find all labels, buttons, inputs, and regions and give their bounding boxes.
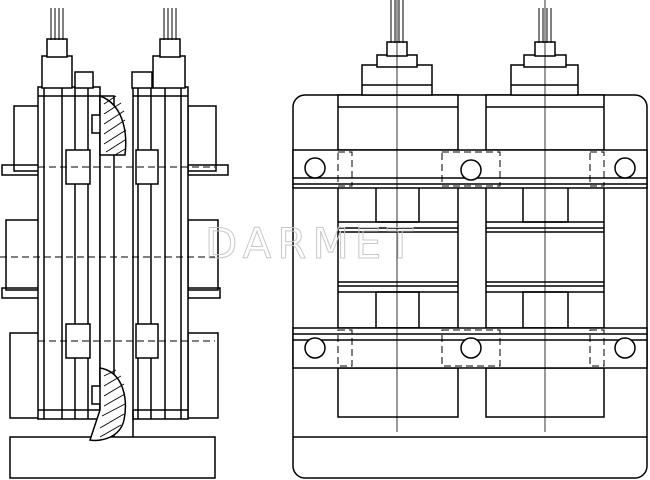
side-view-upper-clamp <box>99 94 127 156</box>
bolt-hole-top-right <box>614 157 636 179</box>
side-view-base-plate <box>9 436 216 479</box>
side-view-left-terminal <box>41 8 94 89</box>
bolt-hole-bottom-center <box>460 337 482 359</box>
side-view-lower-clamp <box>89 367 127 442</box>
side-view-right-stack <box>132 86 189 420</box>
bolt-hole-bottom-left <box>304 337 326 359</box>
front-view-bolt-holes <box>304 157 636 359</box>
bolt-hole-top-center <box>460 159 482 181</box>
watermark: DARMET <box>205 219 419 268</box>
bolt-hole-bottom-right <box>614 337 636 359</box>
side-view <box>0 8 229 479</box>
front-view-right-terminal <box>510 8 579 96</box>
front-view-hidden-bolts <box>337 151 605 367</box>
side-view-left-stack <box>37 86 101 420</box>
bolt-hole-top-left <box>304 157 326 179</box>
side-view-left-pads <box>1 105 43 419</box>
side-view-right-terminal <box>131 8 186 89</box>
front-view <box>292 0 648 479</box>
